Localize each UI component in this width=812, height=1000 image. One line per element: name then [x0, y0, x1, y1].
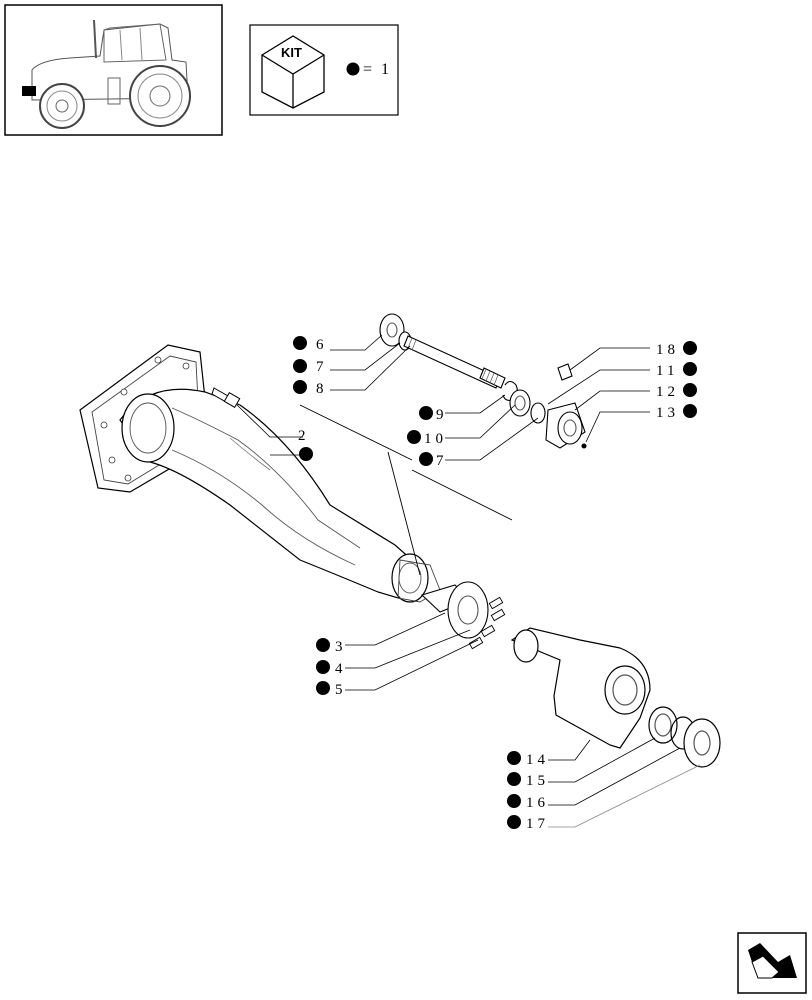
bolt-part: [211, 387, 241, 409]
callout-7b: 7: [436, 453, 448, 469]
next-page-arrow-icon[interactable]: [737, 932, 807, 994]
axle-housing: [79, 344, 441, 603]
kit-value: 1: [381, 61, 389, 78]
callout-17: 17: [526, 816, 549, 832]
hub-flange: [420, 581, 506, 650]
kit-box-icon: [261, 35, 325, 109]
steering-knuckle: [510, 627, 721, 768]
callout-10: 10: [424, 431, 447, 447]
callout-3: 3: [335, 639, 347, 655]
callout-14: 14: [526, 752, 549, 768]
callout-18: 18: [656, 342, 679, 358]
callout-9: 9: [436, 407, 448, 423]
tractor-locator-icon[interactable]: [4, 4, 223, 136]
callout-5: 5: [335, 682, 347, 698]
callout-13: 13: [656, 405, 679, 421]
callout-11: 11: [656, 363, 678, 379]
callout-4: 4: [335, 661, 347, 677]
callout-15: 15: [526, 773, 549, 789]
kit-legend: KIT = 1: [249, 24, 399, 116]
kit-bullet-icon: [346, 62, 360, 76]
kit-equals: =: [363, 61, 372, 78]
callout-7: 7: [316, 359, 328, 375]
callout-6: 6: [316, 337, 328, 353]
joint-assembly: [545, 363, 587, 449]
callout-8: 8: [316, 381, 328, 397]
leader-lines: [236, 334, 701, 828]
callout-2: 2: [298, 428, 310, 444]
drive-shaft: [379, 313, 506, 389]
callout-bullets: [293, 336, 697, 829]
kit-label: KIT: [281, 45, 302, 60]
callout-12: 12: [656, 384, 679, 400]
seal-parts: [502, 380, 546, 424]
callout-numbers: 2 6 7 8 9 10 7 18 11 12 13 3 4 5 14 15 1…: [298, 337, 679, 832]
callout-16: 16: [526, 795, 549, 811]
